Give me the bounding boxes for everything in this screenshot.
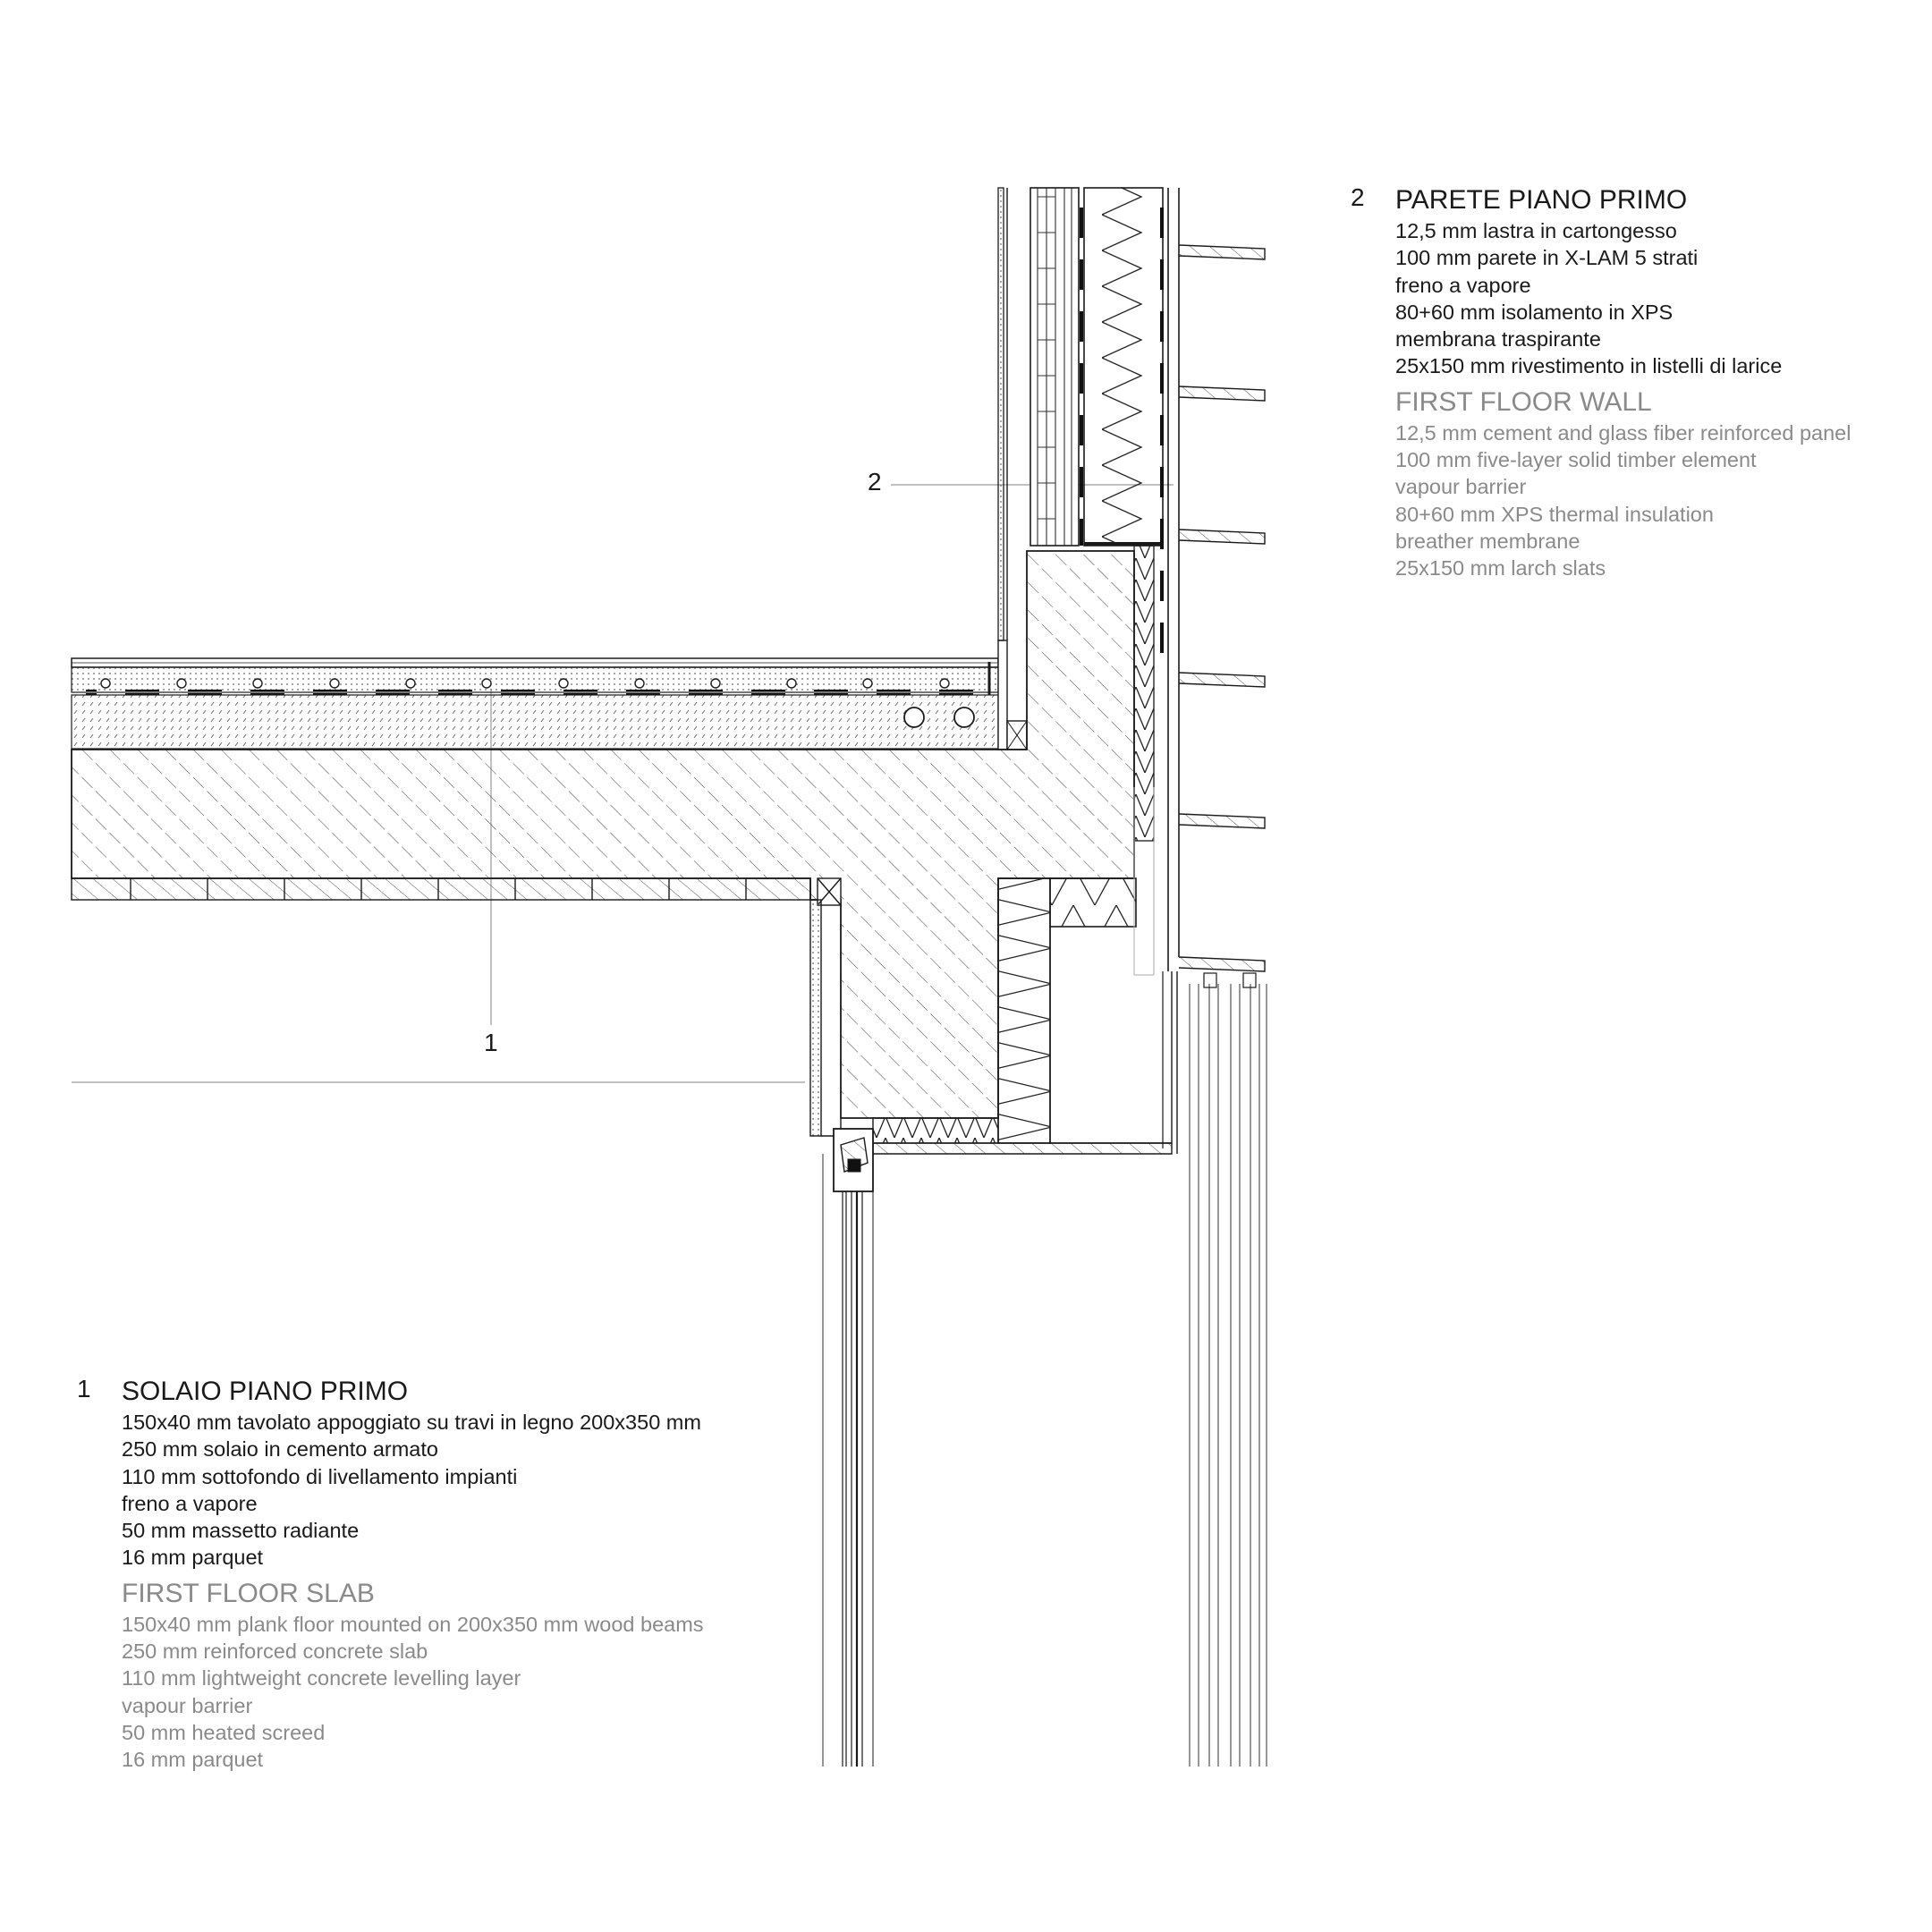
legend-line-it: 50 mm massetto radiante — [122, 1519, 360, 1543]
legend-line-it: 80+60 mm isolamento in XPS — [1395, 300, 1674, 324]
legend-title-en: FIRST FLOOR WALL — [1395, 386, 1652, 417]
levelling-layer — [71, 694, 999, 750]
legend-line-it: 16 mm parquet — [122, 1546, 264, 1570]
legend-line-it: 12,5 mm lastra in cartongesso — [1395, 219, 1677, 242]
legend-line-en: 25x150 mm larch slats — [1395, 556, 1606, 580]
legend-number: 2 — [1351, 183, 1365, 211]
service-pipes — [903, 707, 975, 728]
legend-line-it: membrana traspirante — [1395, 327, 1601, 352]
callout-number-1: 1 — [484, 1029, 498, 1056]
soffit-finish — [872, 1142, 1173, 1155]
breather-membrane — [1159, 188, 1165, 671]
lower-insulation-strip — [872, 1117, 999, 1144]
soffit-board — [809, 899, 822, 1137]
legend-line-it: 100 mm parete in X-LAM 5 strati — [1395, 246, 1699, 270]
legend-line-en: breather membrane — [1395, 529, 1580, 553]
legend-line-en: 80+60 mm XPS thermal insulation — [1395, 502, 1714, 526]
legend-line-en: 50 mm heated screed — [122, 1720, 326, 1744]
slat-clips — [1203, 972, 1257, 988]
callout-number-2: 2 — [868, 468, 882, 496]
legend-title-it: PARETE PIANO PRIMO — [1395, 185, 1688, 215]
heated-screed-layer — [71, 666, 999, 693]
legend-title-en: FIRST FLOOR SLAB — [122, 1578, 375, 1608]
window-frame-right — [1189, 984, 1267, 1767]
legend-line-it: freno a vapore — [122, 1491, 258, 1515]
legend-title-it: SOLAIO PIANO PRIMO — [122, 1377, 409, 1406]
larch-slats — [1178, 244, 1266, 972]
legend-line-en: 150x40 mm plank floor mounted on 200x350… — [122, 1612, 704, 1636]
legend-line-en: vapour barrier — [122, 1693, 253, 1717]
gypsum-board — [997, 187, 1004, 641]
vapour-barrier-floor — [86, 690, 989, 695]
legend-line-en: 16 mm parquet — [122, 1748, 264, 1772]
legend-line-it: freno a vapore — [1395, 273, 1531, 297]
legend-number: 1 — [77, 1375, 91, 1402]
first-floor-wall-section — [997, 187, 1266, 988]
legend-line-en: 100 mm five-layer solid timber element — [1395, 448, 1757, 472]
legend-line-en: vapour barrier — [1395, 475, 1527, 499]
legend-line-it: 110 mm sottofondo di livellamento impian… — [122, 1464, 518, 1488]
floor-slab-section — [71, 550, 1178, 1155]
heating-pipes — [100, 678, 950, 689]
legend-line-it: 25x150 mm rivestimento in listelli di la… — [1395, 354, 1783, 378]
plank-ceiling — [71, 877, 842, 906]
window-frame-left — [822, 1128, 874, 1767]
legend-line-it: 150x40 mm tavolato appoggiato su travi i… — [122, 1411, 701, 1434]
legend-line-en: 250 mm reinforced concrete slab — [122, 1640, 428, 1664]
xps-insulation — [1083, 187, 1164, 547]
reinforced-concrete-slab — [71, 550, 1135, 1119]
lower-insulation-horizontal — [1049, 877, 1137, 928]
lower-insulation-vertical — [997, 877, 1051, 1144]
vapour-barrier-wall — [1079, 188, 1084, 546]
legend-line-it: 250 mm solaio in cemento armato — [122, 1437, 438, 1462]
legend-line-en: 12,5 mm cement and glass fiber reinforce… — [1395, 420, 1852, 445]
legend-line-en: 110 mm lightweight concrete levelling la… — [122, 1666, 521, 1690]
